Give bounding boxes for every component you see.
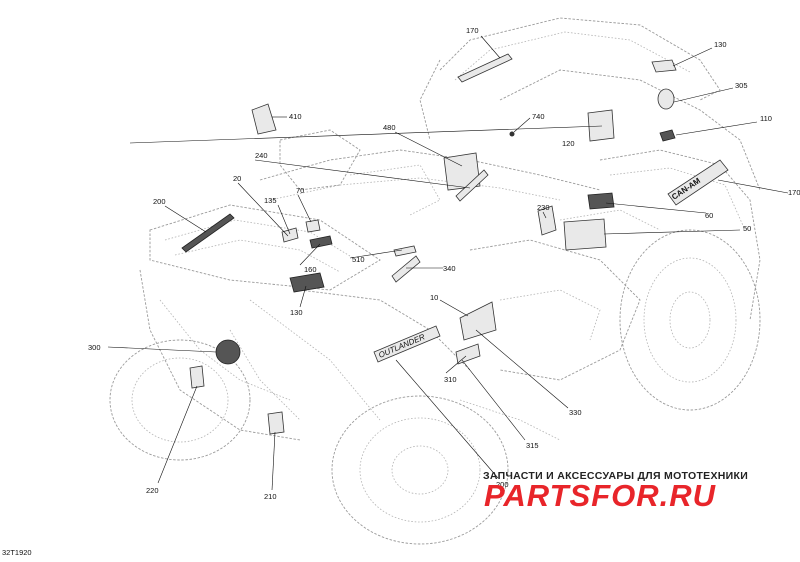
decal-110-small [659,129,676,142]
callout-510: 510 [352,255,365,264]
callout-300: 300 [88,343,101,352]
callout-315: 315 [526,441,539,450]
callout-220: 220 [146,486,159,495]
callout-10: 10 [430,293,438,302]
decal-200-hood [181,213,235,253]
callout-60: 60 [705,211,713,220]
decal-160 [309,235,333,249]
callout-50: 50 [743,224,751,233]
callout-110: 110 [760,114,772,123]
decal-60-small [587,192,615,210]
decal-model-text: OUTLANDER [377,332,426,360]
decal-305-round [657,88,675,110]
decal-230-strip [537,205,557,236]
decal-510 [393,245,417,257]
decal-480-panel [443,152,481,191]
diagram-code: 32T1920 [2,548,32,557]
callout-330: 330 [569,408,582,417]
decal-50-panel [563,218,607,251]
decal-300-round [215,339,241,365]
callout-480: 480 [383,123,396,132]
decal-220 [189,365,205,389]
callouts: 170 130 305 110 170 410 480 740 120 240 … [88,26,800,501]
decal-model-side [373,325,441,363]
callout-170-rack: 170 [466,26,479,35]
callout-160: 160 [304,265,317,274]
decal-240-strip [455,169,489,202]
decal-310 [455,343,481,365]
decal-130-front [289,272,325,293]
callout-740: 740 [532,112,545,121]
leader-lines [107,35,789,491]
callout-410: 410 [289,112,302,121]
callout-200-hood: 200 [153,197,166,206]
callout-130-rear: 130 [714,40,727,49]
callout-200-side: 200 [496,480,509,489]
callout-230: 230 [537,203,550,212]
callout-170-side: 170 [788,188,800,197]
callout-130-front: 130 [290,308,303,317]
callout-240: 240 [255,151,268,160]
decal-70 [305,219,321,233]
watermark-tagline: ЗАПЧАСТИ И АКСЕССУАРЫ ДЛЯ МОТОТЕХНИКИ [483,470,749,482]
decal-210 [267,411,285,435]
decal-130-rear [651,59,677,73]
decal-10 [459,301,497,341]
callout-70: 70 [296,186,304,195]
callout-135: 135 [264,196,277,205]
decal-120-panel [587,109,615,142]
callout-310: 310 [444,375,457,384]
callout-20: 20 [233,174,241,183]
callout-210: 210 [264,492,277,501]
callout-120: 120 [562,139,575,148]
decal-170-brand [667,159,729,206]
decal-170-rack [457,53,513,83]
watermark-logo: PARTSFOR.RU [484,478,717,513]
decal-740-dot [509,131,515,137]
decal-410-tag [251,103,277,135]
callout-340: 340 [443,264,456,273]
callout-305: 305 [735,81,748,90]
decal-340 [391,255,421,283]
decal-135 [281,227,299,243]
